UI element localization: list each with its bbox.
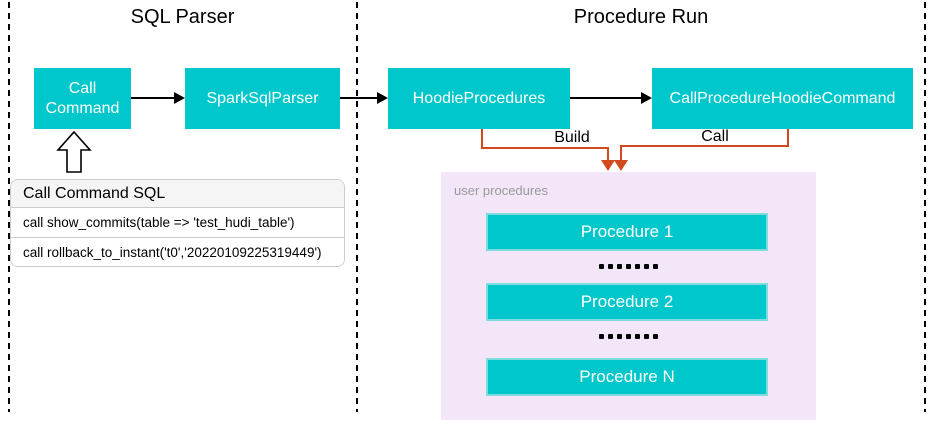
arrow-callcommand-to-parser: [131, 97, 174, 99]
procedure-box: Procedure 1: [486, 213, 768, 251]
down-arrowhead-icon: [601, 160, 615, 171]
call-connector-horizontal: [620, 145, 789, 147]
procedure-box: Procedure N: [486, 358, 768, 396]
ellipsis-dots: [441, 334, 816, 339]
call-connector-drop: [787, 129, 789, 147]
node-call-procedure-hoodie-command: CallProcedureHoodieCommand: [652, 68, 913, 129]
sql-example-row: call show_commits(table => 'test_hudi_ta…: [11, 208, 344, 237]
section-title-sql-parser: SQL Parser: [130, 6, 235, 28]
sql-example-panel: Call Command SQL call show_commits(table…: [10, 179, 345, 267]
arrow-parser-to-procedures: [340, 97, 377, 99]
node-spark-sql-parser: SparkSqlParser: [185, 68, 340, 129]
call-connector-stem: [620, 145, 622, 161]
user-procedures-label: user procedures: [454, 183, 548, 198]
user-procedures-panel: user procedures Procedure 1 Procedure 2 …: [441, 172, 816, 420]
section-border-right: [924, 2, 926, 412]
sql-example-row: call rollback_to_instant('t0','202201092…: [11, 237, 344, 266]
right-arrowhead-icon: [377, 92, 388, 104]
call-edge-label: Call: [701, 128, 729, 145]
procedure-box: Procedure 2: [486, 283, 768, 321]
build-connector-stem: [607, 147, 609, 161]
sql-panel-header: Call Command SQL: [11, 180, 344, 208]
node-hoodie-procedures: HoodieProcedures: [388, 68, 570, 129]
node-call-command: Call Command: [34, 68, 131, 129]
section-title-procedure-run: Procedure Run: [573, 6, 709, 28]
section-border-left: [8, 2, 10, 412]
right-arrowhead-icon: [174, 92, 185, 104]
up-arrow-icon: [56, 130, 92, 173]
down-arrowhead-icon: [614, 160, 628, 171]
right-arrowhead-icon: [641, 92, 652, 104]
build-edge-label: Build: [554, 129, 590, 146]
section-divider: [356, 2, 358, 412]
build-connector-horizontal: [481, 147, 609, 149]
build-connector-drop: [481, 129, 483, 149]
arrow-procedures-to-command: [570, 97, 641, 99]
ellipsis-dots: [441, 264, 816, 269]
